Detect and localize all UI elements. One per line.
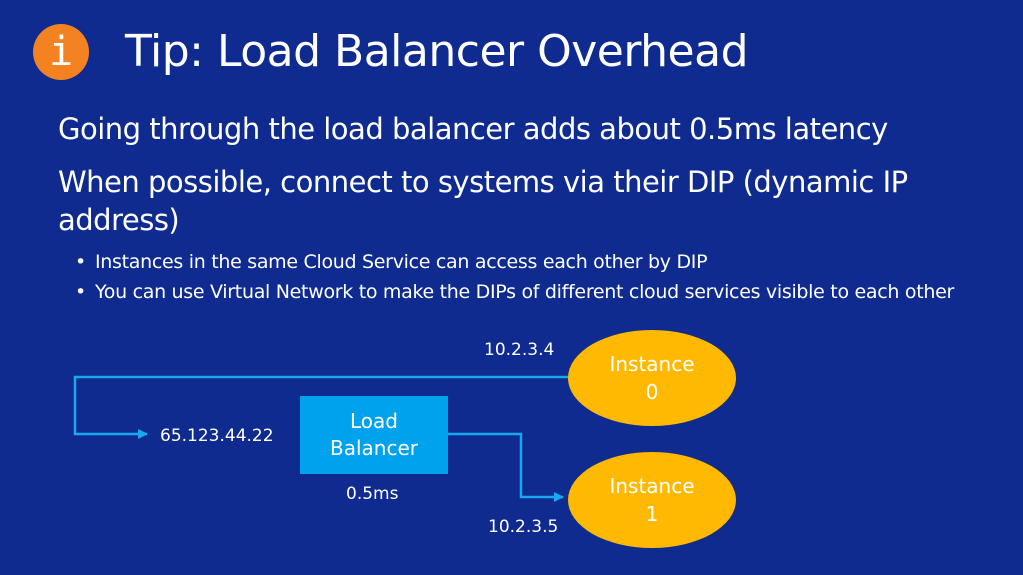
body-line-latency: Going through the load balancer adds abo…: [58, 112, 888, 146]
bullet-item-virtual-network: You can use Virtual Network to make the …: [75, 280, 975, 304]
vip-label: 65.123.44.22: [160, 426, 274, 446]
load-balancer-to-instance-arrow: [448, 432, 564, 502]
load-balancer-box: Load Balancer: [300, 396, 448, 474]
instance-1-node: Instance 1: [568, 452, 736, 548]
instance-0-label: Instance 0: [609, 352, 695, 404]
instance-0-node: Instance 0: [568, 330, 736, 426]
bullet-item-same-service: Instances in the same Cloud Service can …: [75, 250, 975, 274]
bullet-list: Instances in the same Cloud Service can …: [75, 250, 975, 310]
instance-1-ip-label: 10.2.3.5: [488, 517, 559, 537]
info-icon: i: [33, 24, 89, 80]
body-line-dip: When possible, connect to systems via th…: [58, 165, 908, 237]
direct-dip-connection-arrow: [73, 375, 570, 439]
latency-label: 0.5ms: [346, 484, 399, 504]
load-balancer-label: Load Balancer: [330, 409, 418, 460]
instance-0-ip-label: 10.2.3.4: [484, 340, 555, 360]
slide-title: Tip: Load Balancer Overhead: [125, 26, 749, 77]
instance-1-label: Instance 1: [609, 474, 695, 526]
